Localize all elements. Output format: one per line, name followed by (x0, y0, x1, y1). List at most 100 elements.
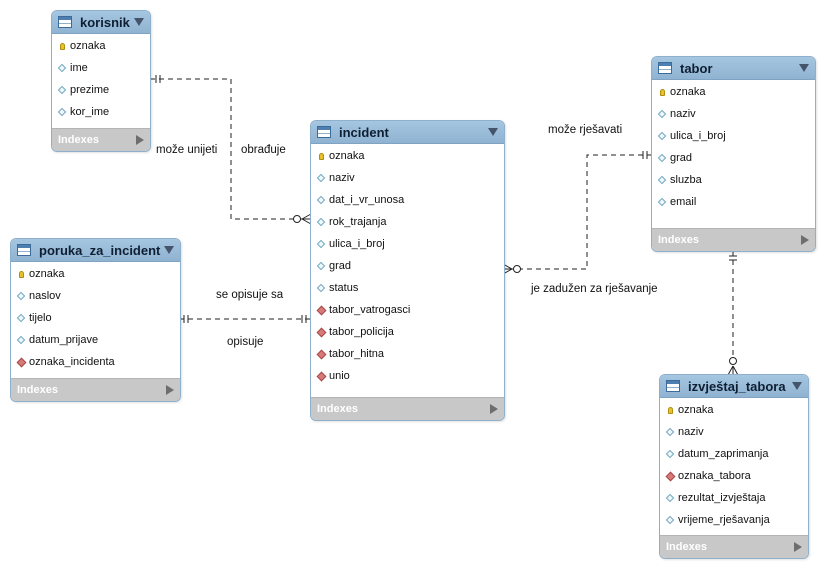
column-name: naziv (329, 172, 355, 184)
column-icon (57, 107, 67, 117)
column-row[interactable]: ulica_i_broj (311, 233, 504, 255)
column-row[interactable]: prezime (52, 79, 150, 101)
column-row[interactable]: oznaka (52, 35, 150, 57)
entity-header[interactable]: korisnik (52, 11, 150, 34)
expand-arrow-icon[interactable] (166, 385, 174, 395)
column-row[interactable]: oznaka (660, 399, 808, 421)
chevron-down-icon[interactable] (792, 382, 802, 390)
column-icon (657, 131, 667, 141)
column-name: oznaka (329, 150, 365, 162)
column-icon (665, 515, 675, 525)
primary-key-icon (316, 151, 326, 161)
column-row[interactable]: datum_zaprimanja (660, 443, 808, 465)
column-icon (16, 291, 26, 301)
foreign-key-icon (316, 327, 326, 337)
column-name: oznaka (670, 86, 706, 98)
relationship-label-moze-unijeti: može unijeti (156, 144, 218, 156)
column-row[interactable]: ulica_i_broj (652, 125, 815, 147)
column-row[interactable]: tabor_policija (311, 321, 504, 343)
column-name: naslov (29, 290, 61, 302)
indexes-section[interactable]: Indexes (660, 535, 808, 558)
indexes-section[interactable]: Indexes (311, 397, 504, 420)
column-row[interactable]: oznaka_tabora (660, 465, 808, 487)
relationship-label-je-zaduzen: je zadužen za rješavanje (531, 283, 658, 295)
entity-header[interactable]: tabor (652, 57, 815, 80)
column-row[interactable]: tabor_hitna (311, 343, 504, 365)
column-row[interactable]: naziv (660, 421, 808, 443)
expand-arrow-icon[interactable] (136, 135, 144, 145)
column-row[interactable]: oznaka (11, 263, 180, 285)
chevron-down-icon[interactable] (164, 246, 174, 254)
column-row[interactable]: grad (652, 147, 815, 169)
column-row[interactable]: naziv (652, 103, 815, 125)
column-name: sluzba (670, 174, 702, 186)
column-icon (16, 313, 26, 323)
column-name: status (329, 282, 359, 294)
entity-izvjestaj-tabora[interactable]: izvještaj_tabora oznaka naziv datum_zaprim… (659, 374, 809, 559)
column-row[interactable]: email (652, 191, 815, 213)
chevron-down-icon[interactable] (799, 64, 809, 72)
column-row[interactable]: status (311, 277, 504, 299)
table-icon (658, 62, 672, 74)
entity-title: tabor (680, 60, 713, 76)
expand-arrow-icon[interactable] (794, 542, 802, 552)
column-name: oznaka (678, 404, 714, 416)
column-name: grad (329, 260, 352, 272)
column-name: naziv (678, 426, 704, 438)
relationship-label-opisuje: opisuje (227, 336, 264, 348)
column-row[interactable]: oznaka_incidenta (11, 351, 180, 373)
column-row[interactable]: naslov (11, 285, 180, 307)
table-icon (317, 126, 331, 138)
column-row[interactable]: vrijeme_rješavanja (660, 509, 808, 531)
column-row[interactable]: grad (311, 255, 504, 277)
column-row[interactable]: naziv (311, 167, 504, 189)
expand-arrow-icon[interactable] (490, 404, 498, 414)
expand-arrow-icon[interactable] (801, 235, 809, 245)
chevron-down-icon[interactable] (488, 128, 498, 136)
column-row[interactable]: tabor_vatrogasci (311, 299, 504, 321)
column-name: rezultat_izvještaja (678, 492, 766, 504)
indexes-section[interactable]: Indexes (11, 378, 180, 401)
column-name: tabor_vatrogasci (329, 304, 411, 316)
column-row[interactable]: rezultat_izvještaja (660, 487, 808, 509)
column-row[interactable]: dat_i_vr_unosa (311, 189, 504, 211)
column-row[interactable]: tijelo (11, 307, 180, 329)
column-row[interactable]: rok_trajanja (311, 211, 504, 233)
column-name: unio (329, 370, 350, 382)
column-name: tabor_policija (329, 326, 394, 338)
relationship-line-tabor-incident (503, 154, 652, 270)
relationship-label-se-opisuje-sa: se opisuje sa (216, 289, 284, 301)
foreign-key-icon (316, 371, 326, 381)
column-name: kor_ime (70, 106, 110, 118)
entity-header[interactable]: poruka_za_incident (11, 239, 180, 262)
indexes-section[interactable]: Indexes (652, 228, 815, 251)
column-row[interactable]: unio (311, 365, 504, 387)
column-row[interactable]: datum_prijave (11, 329, 180, 351)
column-name: prezime (70, 84, 110, 96)
entity-title: korisnik (80, 14, 130, 30)
column-row[interactable]: ime (52, 57, 150, 79)
column-row[interactable]: oznaka (652, 81, 815, 103)
column-row[interactable]: kor_ime (52, 101, 150, 123)
zero-marker-incident-tabor (513, 265, 521, 273)
chevron-down-icon[interactable] (134, 18, 144, 26)
zero-marker-incident-korisnik (293, 215, 301, 223)
indexes-label: Indexes (666, 541, 707, 553)
crowsfoot-izvjestaj (727, 365, 739, 376)
table-icon (666, 380, 680, 392)
entity-header[interactable]: izvještaj_tabora (660, 375, 808, 398)
indexes-section[interactable]: Indexes (52, 128, 150, 151)
column-row[interactable]: oznaka (311, 145, 504, 167)
entity-header[interactable]: incident (311, 121, 504, 144)
column-icon (665, 493, 675, 503)
column-row[interactable]: sluzba (652, 169, 815, 191)
column-name: oznaka_incidenta (29, 356, 115, 368)
